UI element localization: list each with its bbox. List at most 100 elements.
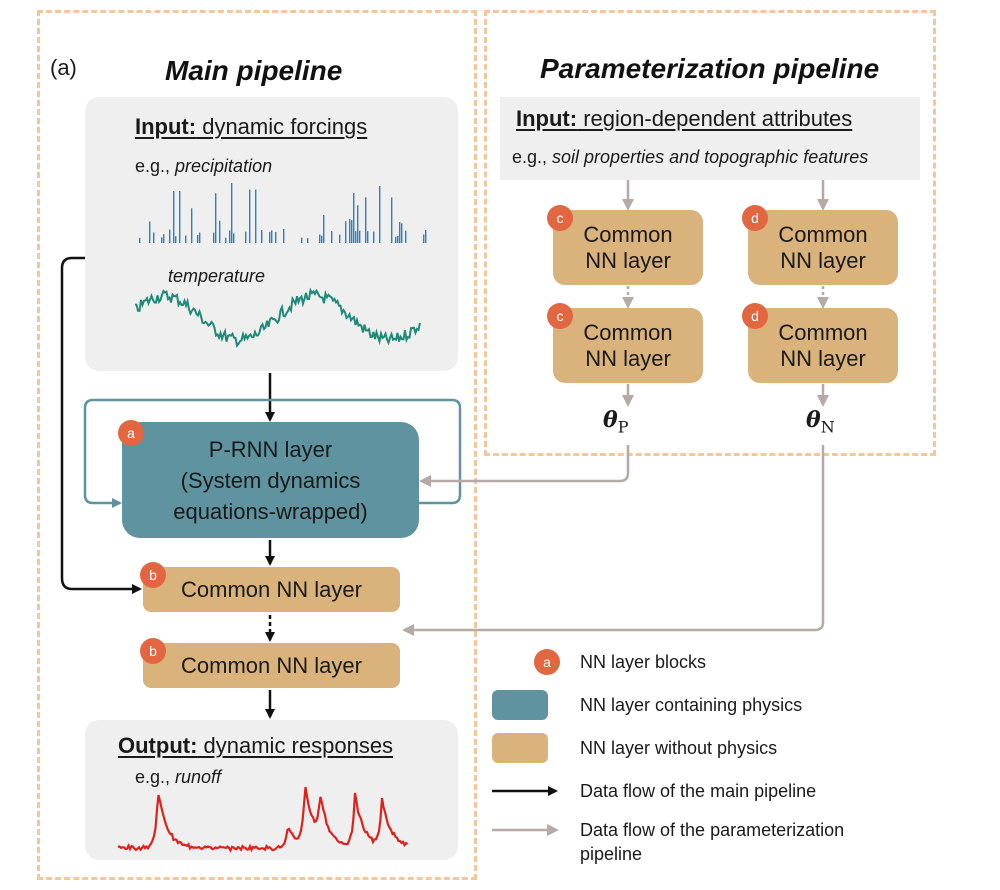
d2-line2: NN layer <box>780 345 866 371</box>
precip-bar <box>379 185 381 243</box>
theta-p-sub: P <box>617 417 629 437</box>
param-eg-prefix: e.g., <box>512 147 553 167</box>
badge-c1: c <box>547 205 573 231</box>
precip-bar <box>191 208 193 243</box>
input-rest-label: dynamic forcings <box>196 114 368 139</box>
precip-bar <box>349 219 351 243</box>
prnn-line3: equations-wrapped) <box>173 498 368 524</box>
precip-bar <box>283 228 285 243</box>
param-pipeline-title: Parameterization pipeline <box>540 53 880 84</box>
c1-line2: NN layer <box>585 247 671 273</box>
eg-prefix-runoff: e.g., <box>135 767 176 787</box>
precip-bar <box>271 230 273 243</box>
precip-bar <box>197 234 199 243</box>
common-nn-layer-b2: Common NN layer <box>143 643 400 688</box>
precip-bar <box>149 221 151 243</box>
precip-bar <box>153 232 155 243</box>
precip-bar <box>359 230 361 243</box>
precip-bar <box>355 231 357 243</box>
precip-bar <box>225 237 227 243</box>
precip-bar <box>163 234 165 243</box>
theta-p-label: θP <box>603 407 628 436</box>
precip-bar <box>331 231 333 243</box>
precip-bar <box>307 238 309 243</box>
badge-b1: b <box>140 562 166 588</box>
precip-bar <box>321 235 323 243</box>
common-nn-layer-b1: Common NN layer <box>143 567 400 612</box>
precip-bar <box>249 189 251 243</box>
input-bold-label: Input: <box>135 114 197 139</box>
c2-line2: NN layer <box>585 345 671 371</box>
attributes-example: e.g., soil properties and topographic fe… <box>512 147 868 168</box>
c1-line1: Common <box>583 221 673 247</box>
theta-n-sub: N <box>820 417 835 437</box>
legend-physics-label: NN layer containing physics <box>580 695 803 715</box>
badge-c2: c <box>547 303 573 329</box>
precip-bar <box>269 232 271 243</box>
precip-bar <box>179 191 181 243</box>
prnn-line2: (System dynamics <box>180 467 361 493</box>
temp-label: temperature <box>168 266 266 286</box>
output-rest-label: dynamic responses <box>197 733 394 758</box>
legend-physics-swatch <box>492 690 548 720</box>
precip-bar <box>275 231 277 243</box>
prnn-line1: P-RNN layer <box>208 436 333 462</box>
precip-bar <box>395 236 397 243</box>
badge-d1: d <box>742 205 768 231</box>
precip-bar <box>399 221 401 243</box>
input-attributes-box <box>500 97 920 180</box>
precip-bar <box>373 231 375 243</box>
runoff-example: e.g., runoff <box>135 767 221 788</box>
precip-bar <box>215 193 217 243</box>
legend-badge: a <box>534 649 560 675</box>
precip-bar <box>173 190 175 243</box>
precip-bar <box>161 237 163 243</box>
badge-d2: d <box>742 303 768 329</box>
legend-no-physics-label: NN layer without physics <box>580 738 778 758</box>
badge-b2: b <box>140 638 166 664</box>
input-forcings-title: Input: dynamic forcings <box>135 114 367 140</box>
precip-bar <box>169 229 171 243</box>
main-pipeline-title: Main pipeline <box>165 55 343 86</box>
precip-bar <box>255 189 257 243</box>
main-pipeline-frame <box>37 10 477 880</box>
precip-bar <box>339 234 341 243</box>
legend-param-flow-label: Data flow of the parameterization pipeli… <box>580 818 844 866</box>
runoff-label: runoff <box>175 767 222 787</box>
legend-blocks-label: NN layer blocks <box>580 652 707 672</box>
output-title: Output: dynamic responses <box>118 733 393 759</box>
arrow-skip-input-to-b1 <box>60 256 142 594</box>
precip-bar <box>185 235 187 243</box>
attributes-example-text: soil properties and topographic features <box>552 147 869 167</box>
precip-bar <box>357 205 359 243</box>
precip-bar <box>199 232 201 243</box>
arrow-theta-n-to-b-layers <box>402 445 825 636</box>
precip-bar <box>353 193 355 243</box>
precip-bar <box>261 230 263 243</box>
precip-bar <box>425 229 427 243</box>
eg-prefix: e.g., <box>135 156 176 176</box>
precip-bar <box>365 197 367 243</box>
badge-a: a <box>118 420 144 446</box>
param-pipeline-frame <box>484 10 936 456</box>
input-attributes-title: Input: region-dependent attributes <box>516 106 852 132</box>
output-bold-label: Output: <box>118 733 198 758</box>
temperature-series <box>134 287 421 348</box>
precip-example: e.g., precipitation <box>135 156 272 177</box>
precip-bar <box>219 220 221 243</box>
param-input-rest-label: region-dependent attributes <box>577 106 853 131</box>
theta-p-symbol: θ <box>603 407 618 433</box>
precip-bar <box>233 233 235 243</box>
precip-bar <box>423 234 425 243</box>
precip-bar <box>397 235 399 243</box>
precip-bar <box>319 234 321 243</box>
legend-no-physics-swatch <box>492 733 548 763</box>
precip-bar <box>323 215 325 243</box>
precip-bar <box>401 223 403 243</box>
precip-bar <box>229 230 231 243</box>
arrow-theta-p-to-prnn <box>419 445 630 487</box>
